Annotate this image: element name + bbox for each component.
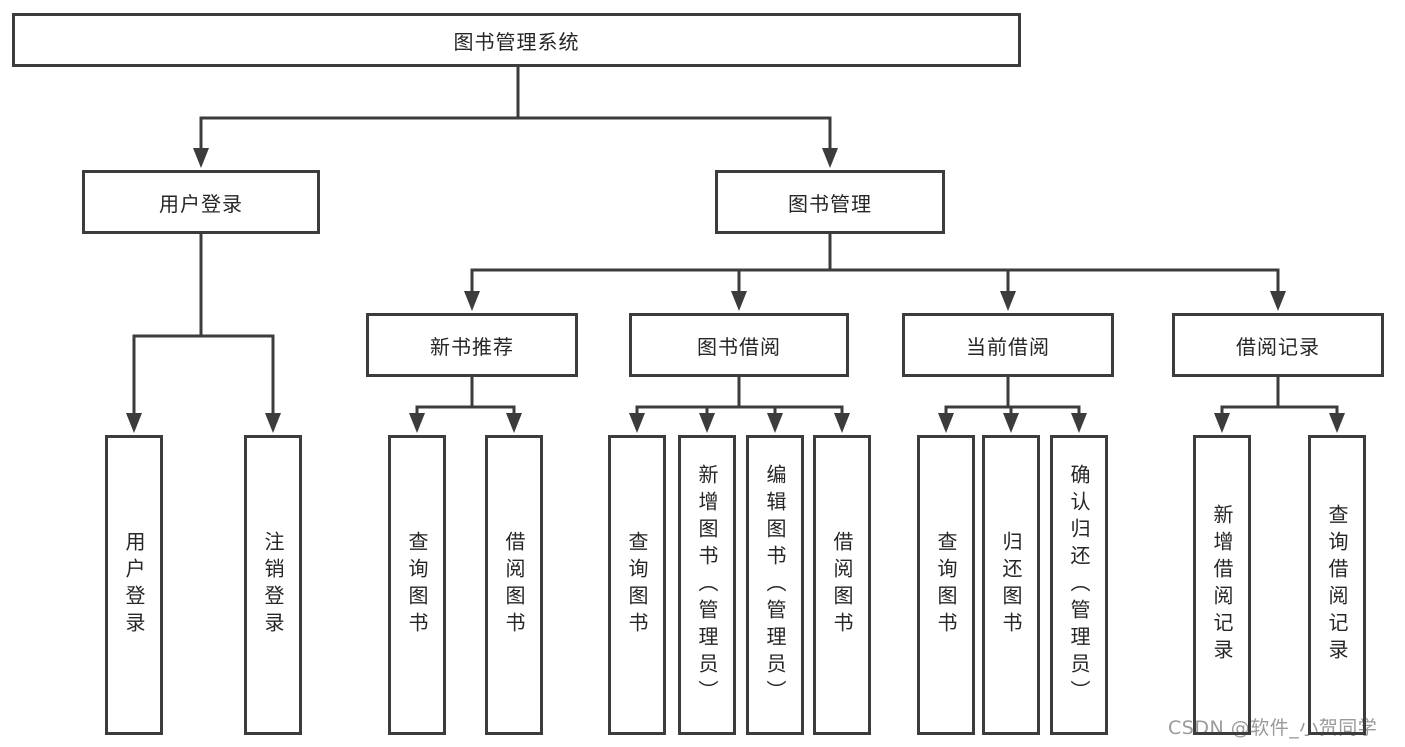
node-current-borrow: 当前借阅 — [902, 313, 1114, 377]
leaf-confirm-return-admin: 确认归还（管理员） — [1050, 435, 1108, 735]
node-library-system-label: 图书管理系统 — [453, 29, 580, 54]
leaf-add-book-admin: 新增图书（管理员） — [678, 435, 736, 735]
leaf-borrow-books-1-label: 借阅图书 — [502, 531, 526, 639]
node-book-management: 图书管理 — [715, 170, 945, 234]
leaf-return-books: 归还图书 — [982, 435, 1040, 735]
node-new-book-recommend-label: 新书推荐 — [430, 334, 514, 359]
node-new-book-recommend: 新书推荐 — [366, 313, 578, 377]
leaf-edit-book-admin: 编辑图书（管理员） — [746, 435, 804, 735]
leaf-edit-book-admin-label: 编辑图书（管理员） — [763, 463, 787, 707]
leaf-query-books-2: 查询图书 — [608, 435, 666, 735]
leaf-query-borrow-record-label: 查询借阅记录 — [1325, 504, 1349, 666]
leaf-borrow-books-1: 借阅图书 — [485, 435, 543, 735]
leaf-query-borrow-record: 查询借阅记录 — [1308, 435, 1366, 735]
leaf-query-books-1-label: 查询图书 — [405, 531, 429, 639]
node-book-management-label: 图书管理 — [788, 191, 872, 216]
node-current-borrow-label: 当前借阅 — [966, 334, 1050, 359]
leaf-query-books-1: 查询图书 — [388, 435, 446, 735]
leaf-borrow-books-2-label: 借阅图书 — [830, 531, 854, 639]
leaf-user-login-label: 用户登录 — [122, 531, 146, 639]
leaf-add-borrow-record: 新增借阅记录 — [1193, 435, 1251, 735]
leaf-add-borrow-record-label: 新增借阅记录 — [1210, 504, 1234, 666]
node-user-login: 用户登录 — [82, 170, 320, 234]
node-borrow-records: 借阅记录 — [1172, 313, 1384, 377]
node-borrow-records-label: 借阅记录 — [1236, 334, 1320, 359]
leaf-query-books-3-label: 查询图书 — [934, 531, 958, 639]
leaf-return-books-label: 归还图书 — [999, 531, 1023, 639]
leaf-add-book-admin-label: 新增图书（管理员） — [695, 463, 719, 707]
leaf-query-books-3: 查询图书 — [917, 435, 975, 735]
leaf-user-login: 用户登录 — [105, 435, 163, 735]
leaf-query-books-2-label: 查询图书 — [625, 531, 649, 639]
leaf-logout-label: 注销登录 — [261, 531, 285, 639]
node-book-borrow: 图书借阅 — [629, 313, 849, 377]
leaf-borrow-books-2: 借阅图书 — [813, 435, 871, 735]
node-book-borrow-label: 图书借阅 — [697, 334, 781, 359]
node-user-login-label: 用户登录 — [159, 191, 243, 216]
node-library-system: 图书管理系统 — [12, 13, 1021, 67]
leaf-confirm-return-admin-label: 确认归还（管理员） — [1067, 463, 1091, 707]
leaf-logout: 注销登录 — [244, 435, 302, 735]
